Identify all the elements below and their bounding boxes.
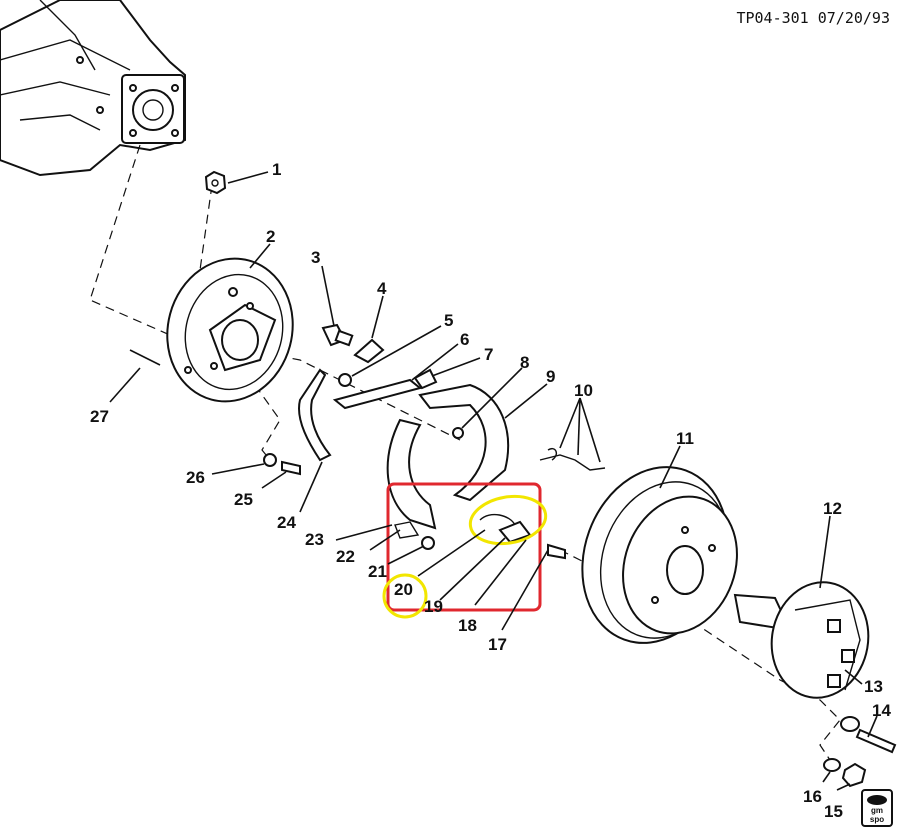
callout-14: 14	[872, 701, 891, 720]
hardware-parts-17-23	[394, 513, 566, 560]
callout-7: 7	[484, 345, 493, 364]
highlight-circle-20	[382, 573, 428, 619]
springs-part-10	[539, 448, 606, 471]
adjuster-part-3	[321, 323, 354, 347]
svg-text:spo: spo	[870, 815, 884, 824]
clip-part-4	[353, 338, 385, 364]
callout-13: 13	[864, 677, 883, 696]
axle-housing	[0, 0, 186, 177]
callout-4: 4	[377, 279, 387, 298]
callout-3: 3	[311, 248, 320, 267]
callout-11: 11	[676, 429, 694, 448]
callout-2: 2	[266, 227, 275, 246]
callout-18: 18	[458, 616, 477, 635]
callout-9: 9	[546, 367, 555, 386]
callout-20: 20	[394, 580, 413, 599]
callout-19: 19	[424, 597, 443, 616]
callout-1: 1	[272, 160, 281, 179]
callout-25: 25	[234, 490, 253, 509]
callout-8: 8	[520, 353, 529, 372]
drawing-reference: TP04-301 07/20/93	[736, 9, 890, 27]
callout-24: 24	[277, 513, 296, 532]
callout-27: 27	[90, 407, 109, 426]
callout-16: 16	[803, 787, 822, 806]
gm-spo-logo: gm spo	[861, 789, 893, 827]
highlight-circle-springs	[468, 494, 548, 546]
washer-part-26	[263, 453, 277, 467]
hub-flange-part-12	[733, 581, 870, 699]
callout-15: 15	[824, 802, 843, 821]
callout-5: 5	[444, 311, 453, 330]
brake-shoe-part-24	[298, 368, 332, 462]
callout-10: 10	[574, 381, 593, 400]
callout-12: 12	[823, 499, 842, 518]
bolt-part-27	[129, 349, 161, 366]
callout-6: 6	[460, 330, 469, 349]
assembly-line-nut	[199, 184, 213, 271]
callout-21: 21	[368, 562, 387, 581]
nut-part-1	[204, 170, 227, 195]
callout-26: 26	[186, 468, 205, 487]
fasteners-parts-13-16	[823, 716, 897, 788]
assembly-line-bolt	[254, 384, 281, 461]
callout-labels: 1 2 3 4 5 6 7 8 9 10 11 12 13 14 15 16 1…	[90, 160, 891, 821]
leader-lines	[109, 171, 878, 791]
bolt-part-25	[281, 460, 301, 476]
callout-23: 23	[305, 530, 324, 549]
brake-drum-part-11	[581, 466, 738, 644]
brake-shoes-parts-8-9	[386, 383, 510, 530]
highlight-box	[386, 482, 542, 612]
backing-plate-part-2	[166, 257, 294, 403]
lever-parts-5-6-7	[332, 368, 438, 410]
svg-text:gm: gm	[871, 806, 883, 815]
callout-17: 17	[488, 635, 507, 654]
callout-22: 22	[336, 547, 355, 566]
